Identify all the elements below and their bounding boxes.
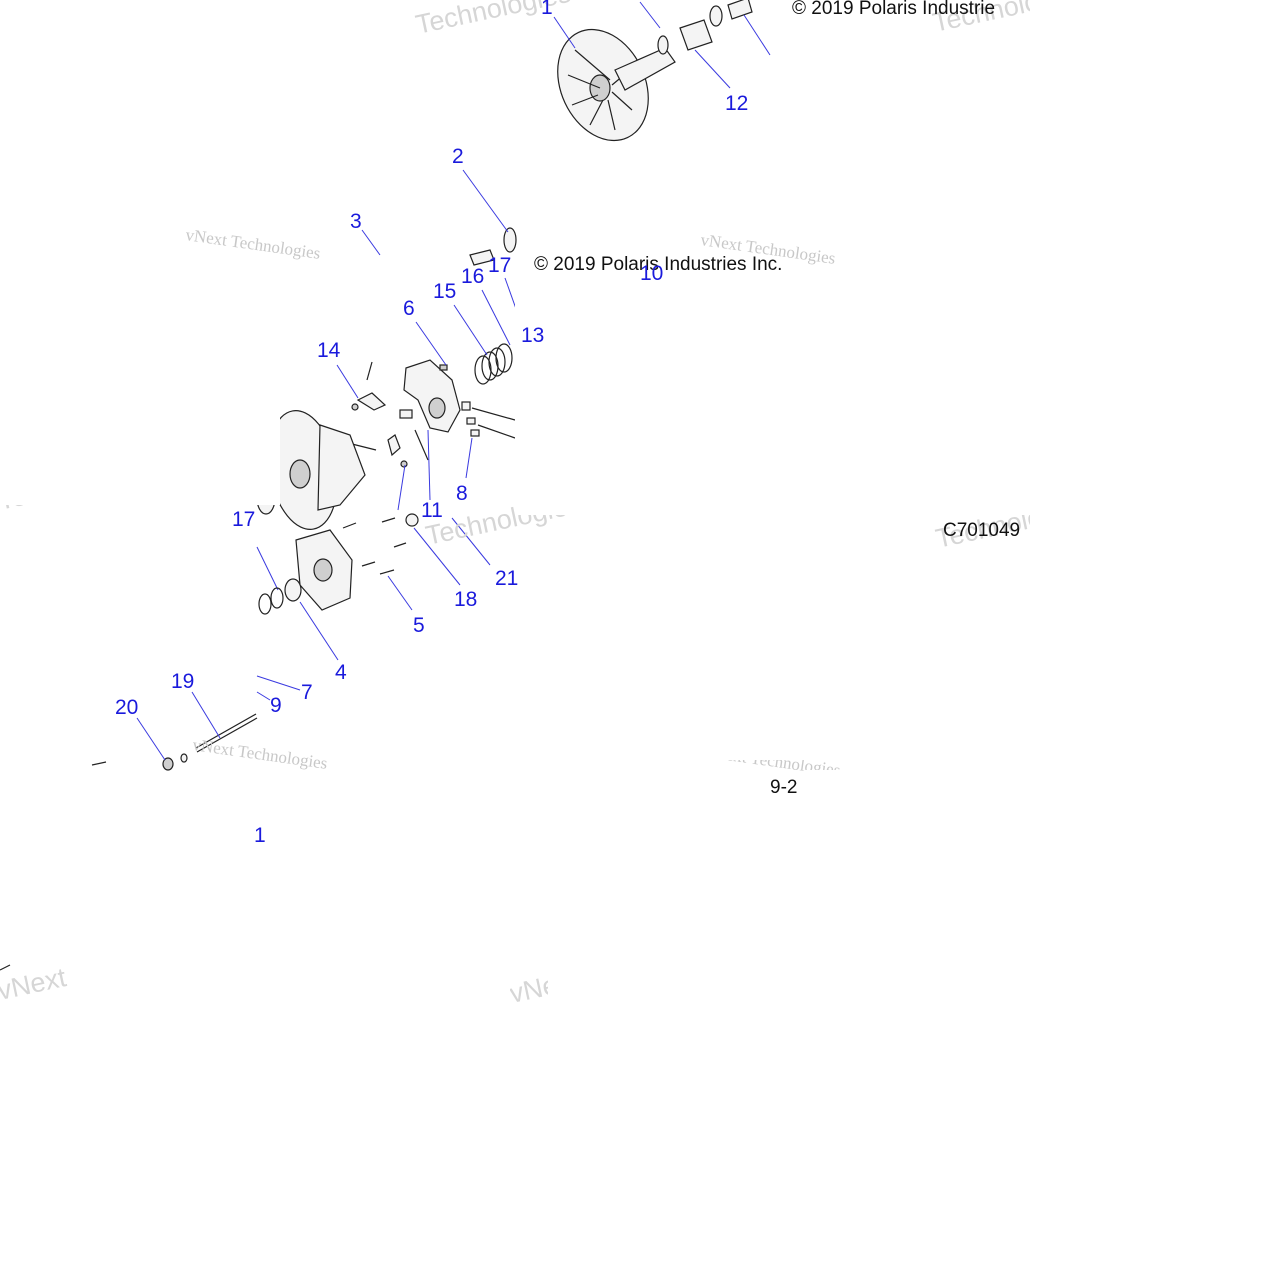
callout-label: 11	[421, 499, 443, 522]
blank-bottom-left	[35, 780, 245, 960]
blank-bottom-mid	[548, 800, 798, 1030]
bushing-2	[469, 227, 517, 266]
bolt-bottom	[0, 713, 258, 971]
callout-label: 19	[171, 670, 194, 693]
callout-label: 17	[232, 508, 255, 531]
callout-label: 8	[456, 482, 468, 505]
blank-mid-left	[0, 255, 280, 505]
bolts	[342, 513, 419, 575]
spider	[403, 359, 461, 433]
copyright-text-partial: © 2019 Polaris Industries Inc.	[534, 254, 782, 275]
callout-label: 18	[454, 588, 477, 611]
blank-bottom	[0, 1030, 1285, 1285]
spring	[474, 343, 513, 385]
callout-label: 10	[640, 262, 663, 285]
callout-label: 5	[413, 614, 425, 637]
watermark-lower-left: vNext	[0, 962, 69, 1006]
copyright-text: © 2019 Polaris Industrie	[792, 0, 995, 19]
callout-label: 14	[317, 339, 341, 362]
callout-label: 12	[725, 92, 748, 115]
drawing-code-partial: 9-2	[770, 777, 797, 798]
callout-label: 21	[495, 567, 518, 590]
bushing-top	[657, 0, 753, 55]
blank-lower-right	[515, 560, 1030, 760]
callout-label: 20	[115, 696, 138, 719]
callout-label: 4	[335, 661, 347, 684]
callout-label: 13	[521, 324, 544, 347]
drawing-code: C701049	[943, 520, 1020, 541]
rollers	[461, 401, 516, 439]
blank-bottom-right	[805, 770, 1035, 1030]
cover	[258, 529, 353, 615]
blank-mid-right	[515, 275, 1030, 515]
callout-label: 17	[488, 254, 511, 277]
callout-label: 1	[541, 0, 553, 19]
blank-lower-left	[0, 515, 255, 685]
callout-label: 16	[461, 265, 484, 288]
blank-bottom-center	[290, 770, 510, 1030]
callout-label: 2	[452, 145, 464, 168]
watermark-bottom-left: vNext Technologies	[191, 735, 328, 773]
weights	[351, 361, 429, 468]
callout-label: 6	[403, 297, 415, 320]
callout-label: 3	[350, 210, 362, 233]
sheave-middle	[256, 410, 366, 530]
callout-label: 15	[433, 280, 456, 303]
callout-label: 1	[254, 824, 266, 847]
callout-label: 9	[270, 694, 282, 717]
callout-label: 7	[301, 681, 313, 704]
sheave-top	[557, 28, 676, 142]
